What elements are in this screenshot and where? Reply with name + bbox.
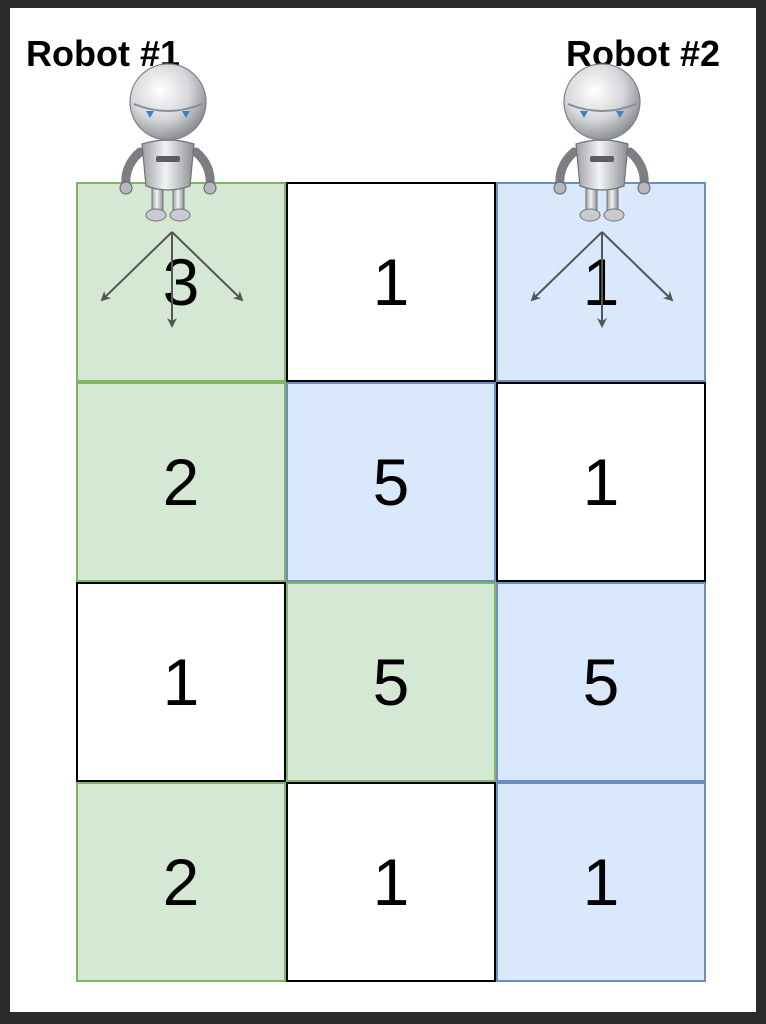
- grid-cell: 3: [76, 182, 286, 382]
- grid-cell: 1: [496, 182, 706, 382]
- grid-cell: 1: [496, 782, 706, 982]
- robot-1-label: Robot #1: [26, 33, 181, 74]
- grid-cell: 2: [76, 382, 286, 582]
- cherry-grid: 3 1 1 2 5 1 1 5 5 2 1 1: [76, 182, 706, 982]
- diagram-canvas: Robot #1 Robot #2 3 1 1 2 5 1 1 5 5 2 1 …: [10, 8, 756, 1012]
- grid-cell: 1: [286, 782, 496, 982]
- grid-cell: 1: [76, 582, 286, 782]
- grid-cell: 1: [286, 182, 496, 382]
- grid-cell: 2: [76, 782, 286, 982]
- grid-cell: 5: [496, 582, 706, 782]
- grid-cell: 5: [286, 382, 496, 582]
- robot-2-label: Robot #2: [566, 33, 721, 74]
- grid-cell: 5: [286, 582, 496, 782]
- grid-cell: 1: [496, 382, 706, 582]
